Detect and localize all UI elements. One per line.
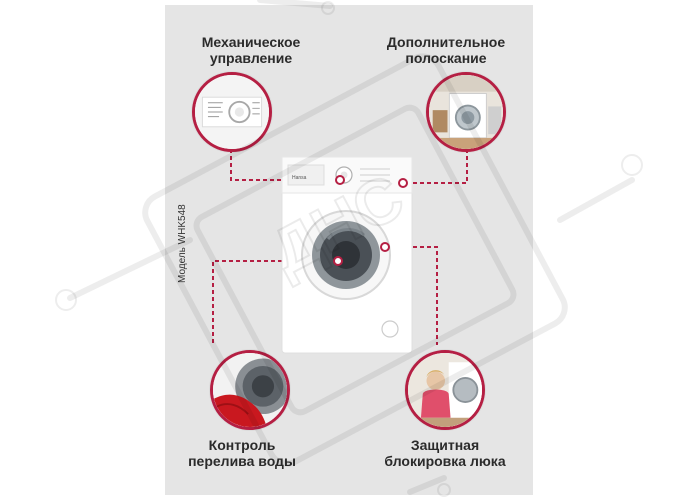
- washing-machine: Hansa: [280, 155, 414, 355]
- laundry-room-photo: [426, 72, 506, 152]
- feature-label-door-lock: Защитная блокировка люка: [384, 437, 506, 469]
- feature-label-extra-rinse: Дополнительное полоскание: [386, 34, 506, 66]
- child-safety-photo: [405, 350, 485, 430]
- control-panel-photo: [192, 72, 272, 152]
- overflow-control-marker: [333, 256, 343, 266]
- svg-text:Hansa: Hansa: [292, 175, 307, 181]
- drum-towel-photo: [210, 350, 290, 430]
- door-lock-marker: [380, 242, 390, 252]
- mechanical-control-marker: [335, 175, 345, 185]
- feature-label-overflow-control: Контроль перелива воды: [188, 437, 296, 469]
- extra-rinse-marker: [398, 178, 408, 188]
- feature-label-mechanical-control: Механическое управление: [201, 34, 301, 66]
- model-label: Модель WHK548: [177, 204, 188, 283]
- product-panel: Механическое управление Дополнительное п…: [165, 5, 533, 495]
